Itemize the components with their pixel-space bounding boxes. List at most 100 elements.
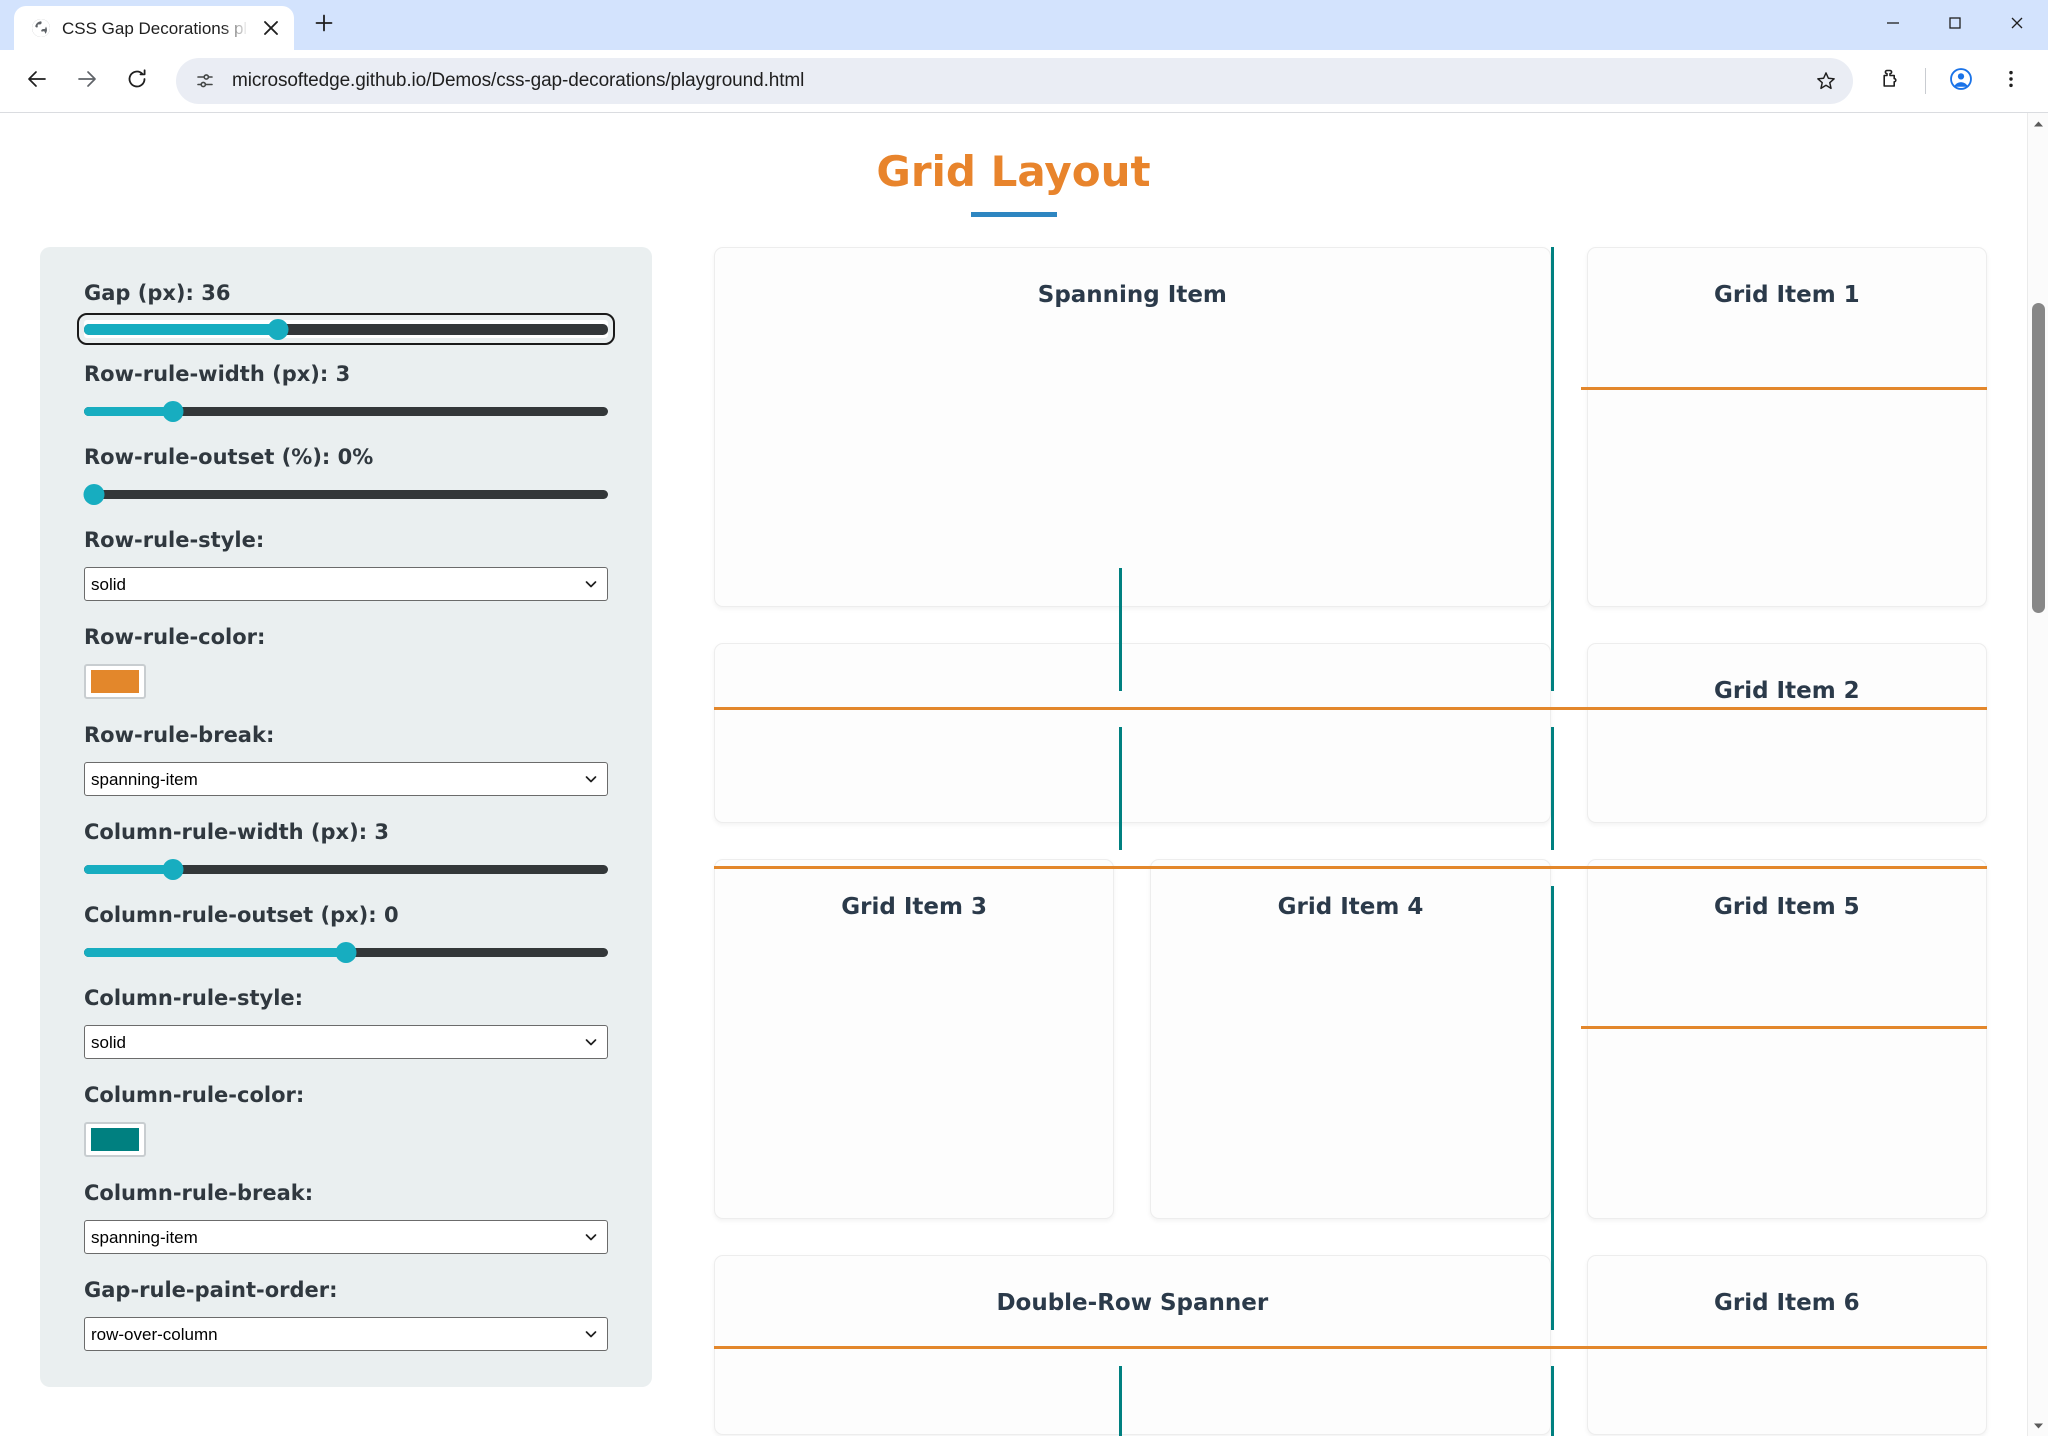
- control-label: Gap (px): 36: [84, 281, 231, 305]
- reload-icon: [125, 67, 149, 96]
- column-rule-color-picker[interactable]: [84, 1122, 146, 1157]
- extensions-button[interactable]: [1867, 58, 1913, 104]
- playground-layout: Gap (px): 36 Row-rule-width (px): 3: [40, 247, 1987, 1436]
- control-label: Row-rule-break:: [84, 723, 275, 747]
- grid-item-4: Grid Item 4: [1150, 859, 1551, 1219]
- control-label: Row-rule-color:: [84, 625, 266, 649]
- control-row-rule-break: Row-rule-break: spanning-item: [84, 723, 608, 796]
- slider-thumb[interactable]: [83, 483, 105, 505]
- browser-tab[interactable]: CSS Gap Decorations playgroun: [14, 6, 294, 50]
- control-label: Column-rule-color:: [84, 1083, 305, 1107]
- star-icon[interactable]: [1807, 62, 1845, 100]
- control-label: Row-rule-outset (%): 0%: [84, 445, 374, 469]
- grid-item-5: Grid Item 5: [1586, 859, 1987, 1219]
- control-label: Column-rule-outset (px): 0: [84, 903, 399, 927]
- grid-container: Spanning Item Grid Item 1 Grid Item 2 Gr…: [714, 247, 1987, 1436]
- back-button[interactable]: [14, 58, 60, 104]
- account-circle-icon: [1948, 66, 1974, 97]
- scroll-down-button[interactable]: [2028, 1415, 2048, 1436]
- slider-fill: [84, 947, 346, 957]
- grid-demo: Spanning Item Grid Item 1 Grid Item 2 Gr…: [714, 247, 1987, 1436]
- grid-item-6: Grid Item 6: [1586, 1255, 1987, 1435]
- control-label: Gap-rule-paint-order:: [84, 1278, 338, 1302]
- grid-item-double-row-spanner: Double-Row Spanner: [714, 1255, 1551, 1435]
- grid-item-3: Grid Item 3: [714, 859, 1115, 1219]
- tune-icon[interactable]: [190, 66, 220, 96]
- control-column-rule-break: Column-rule-break: spanning-item: [84, 1181, 608, 1254]
- slider-thumb[interactable]: [267, 318, 289, 340]
- slider-thumb[interactable]: [335, 941, 357, 963]
- url-text[interactable]: microsoftedge.github.io/Demos/css-gap-de…: [232, 70, 805, 91]
- row-rule-style-select[interactable]: solid: [84, 567, 608, 601]
- row-rule-width-slider[interactable]: [84, 400, 608, 422]
- page-viewport: Grid Layout Gap (px): 36: [0, 112, 2048, 1436]
- control-column-rule-outset: Column-rule-outset (px): 0: [84, 903, 608, 963]
- column-rule-break-select[interactable]: spanning-item: [84, 1220, 608, 1254]
- arrow-left-icon: [25, 67, 49, 96]
- control-label: Column-rule-width (px): 3: [84, 820, 390, 844]
- gap-slider[interactable]: [77, 313, 615, 345]
- maximize-button[interactable]: [1924, 0, 1986, 50]
- color-chip: [91, 1128, 139, 1151]
- close-icon: [2009, 15, 2025, 36]
- chevron-up-icon: [2033, 115, 2044, 133]
- slider-track: [84, 406, 608, 416]
- color-chip: [91, 670, 139, 693]
- grid-item-spanning: Spanning Item: [714, 247, 1551, 607]
- reload-button[interactable]: [114, 58, 160, 104]
- slider-thumb[interactable]: [162, 858, 184, 880]
- control-gap-rule-paint-order: Gap-rule-paint-order: row-over-column: [84, 1278, 608, 1351]
- web-page: Grid Layout Gap (px): 36: [0, 113, 2027, 1436]
- page-content: Grid Layout Gap (px): 36: [0, 113, 2027, 1436]
- browser-toolbar: microsoftedge.github.io/Demos/css-gap-de…: [0, 50, 2048, 112]
- slider-fill: [84, 406, 174, 416]
- slider-fill: [84, 864, 174, 874]
- controls-panel: Gap (px): 36 Row-rule-width (px): 3: [40, 247, 652, 1387]
- toolbar-divider: [1925, 68, 1926, 94]
- grid-item-spanning-filler: [714, 643, 1551, 823]
- plus-icon: [314, 13, 334, 38]
- new-tab-button[interactable]: [302, 3, 346, 47]
- page-title: Grid Layout: [876, 147, 1151, 196]
- row-rule-break-select[interactable]: spanning-item: [84, 762, 608, 796]
- tab-title: CSS Gap Decorations playgroun: [62, 19, 248, 37]
- control-label: Column-rule-style:: [84, 986, 304, 1010]
- control-row-rule-outset: Row-rule-outset (%): 0%: [83, 445, 608, 505]
- slider-track: [84, 489, 608, 499]
- scrollbar-thumb[interactable]: [2032, 303, 2045, 613]
- column-rule-outset-slider[interactable]: [84, 941, 608, 963]
- slider-track: [84, 864, 608, 874]
- gap-rule-paint-order-select[interactable]: row-over-column: [84, 1317, 608, 1351]
- control-label: Column-rule-break:: [84, 1181, 314, 1205]
- browser-menu-button[interactable]: [1988, 58, 2034, 104]
- arrow-right-icon: [75, 67, 99, 96]
- vertical-scrollbar[interactable]: [2027, 113, 2048, 1436]
- address-bar[interactable]: microsoftedge.github.io/Demos/css-gap-de…: [176, 58, 1853, 104]
- control-column-rule-width: Column-rule-width (px): 3: [84, 820, 608, 880]
- tab-strip: CSS Gap Decorations playgroun: [0, 0, 2048, 50]
- puzzle-icon: [1878, 67, 1902, 96]
- row-rule-outset-slider[interactable]: [83, 483, 608, 505]
- control-column-rule-color: Column-rule-color:: [84, 1083, 608, 1157]
- minimize-icon: [1885, 15, 1901, 36]
- minimize-button[interactable]: [1862, 0, 1924, 50]
- profile-button[interactable]: [1938, 58, 1984, 104]
- row-rule-color-picker[interactable]: [84, 664, 146, 699]
- more-vertical-icon: [2000, 68, 2022, 95]
- close-icon[interactable]: [258, 15, 284, 41]
- slider-thumb[interactable]: [162, 400, 184, 422]
- slider-track: [84, 323, 608, 335]
- grid-item-1: Grid Item 1: [1586, 247, 1987, 607]
- maximize-icon: [1947, 15, 1963, 36]
- column-rule-width-slider[interactable]: [84, 858, 608, 880]
- scroll-up-button[interactable]: [2028, 113, 2048, 134]
- window-close-button[interactable]: [1986, 0, 2048, 50]
- control-row-rule-color: Row-rule-color:: [84, 625, 608, 699]
- control-gap: Gap (px): 36: [77, 281, 615, 345]
- forward-button[interactable]: [64, 58, 110, 104]
- column-rule-style-select[interactable]: solid: [84, 1025, 608, 1059]
- grid: Spanning Item Grid Item 1 Grid Item 2 Gr…: [714, 247, 1987, 1436]
- chevron-down-icon: [2033, 1417, 2044, 1435]
- title-underline: [970, 212, 1057, 217]
